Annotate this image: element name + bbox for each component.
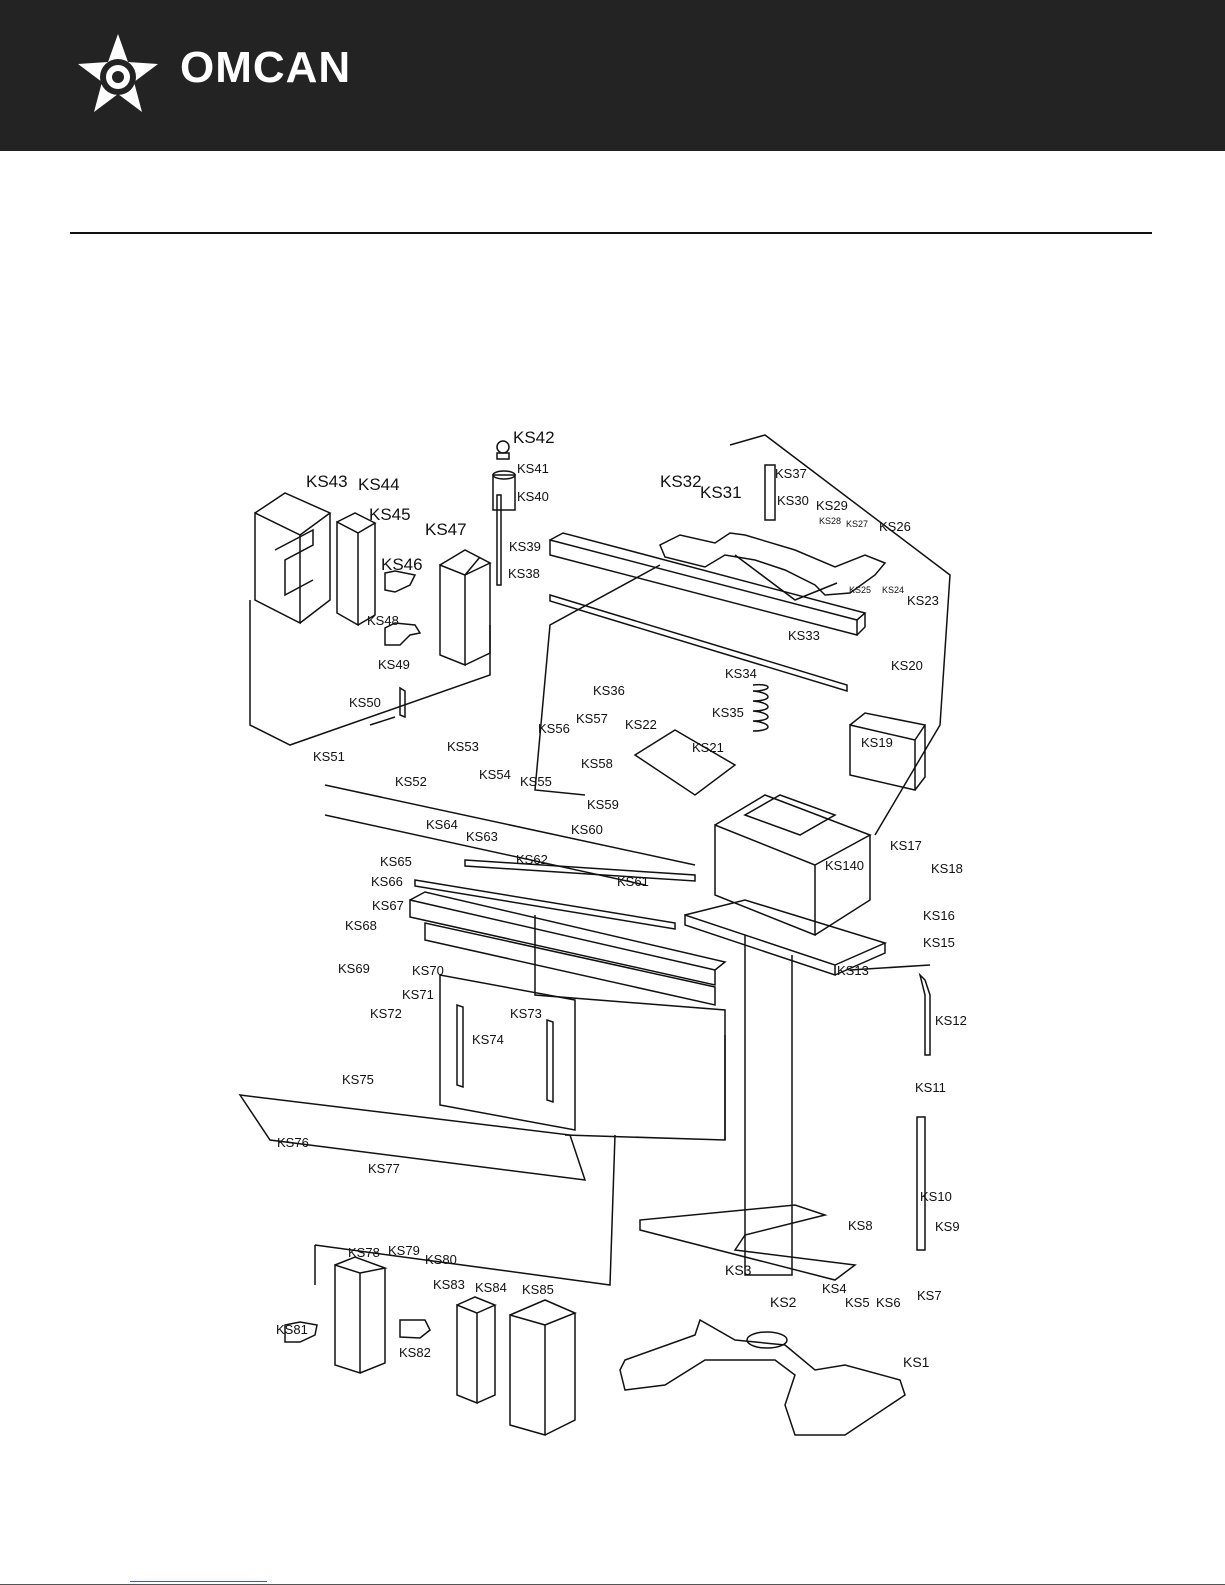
part-label-ks40: KS40 — [517, 489, 549, 504]
part-label-ks39: KS39 — [509, 539, 541, 554]
header-rule — [70, 232, 1152, 234]
part-label-ks52: KS52 — [395, 774, 427, 789]
part-label-ks47: KS47 — [425, 520, 467, 539]
part-label-ks73: KS73 — [510, 1006, 542, 1021]
part-label-ks69: KS69 — [338, 961, 370, 976]
part-label-ks70: KS70 — [412, 963, 444, 978]
part-label-ks50: KS50 — [349, 695, 381, 710]
part-label-ks21: KS21 — [692, 740, 724, 755]
part-label-ks18: KS18 — [931, 861, 963, 876]
header-bar: OMCAN — [0, 0, 1225, 151]
part-label-ks80: KS80 — [425, 1252, 457, 1267]
part-label-ks83: KS83 — [433, 1277, 465, 1292]
part-label-ks13: KS13 — [837, 963, 869, 978]
footer-link-underline — [130, 1581, 267, 1582]
brand-name: OMCAN — [180, 43, 352, 92]
part-label-ks72: KS72 — [370, 1006, 402, 1021]
part-label-ks51: KS51 — [313, 749, 345, 764]
part-label-ks82: KS82 — [399, 1345, 431, 1360]
part-label-ks84: KS84 — [475, 1280, 507, 1295]
part-label-ks62: KS62 — [516, 852, 548, 867]
part-label-ks55: KS55 — [520, 774, 552, 789]
part-label-ks17: KS17 — [890, 838, 922, 853]
part-label-ks8: KS8 — [848, 1218, 873, 1233]
part-label-ks65: KS65 — [380, 854, 412, 869]
part-label-ks74: KS74 — [472, 1032, 504, 1047]
star-logo-icon — [78, 34, 158, 112]
part-label-ks25: KS25 — [849, 585, 871, 595]
part-label-ks78: KS78 — [348, 1245, 380, 1260]
part-label-ks64: KS64 — [426, 817, 458, 832]
part-label-ks85: KS85 — [522, 1282, 554, 1297]
diagram-linework — [238, 434, 951, 1436]
part-label-ks41: KS41 — [517, 461, 549, 476]
part-label-ks33: KS33 — [788, 628, 820, 643]
part-label-ks56: KS56 — [538, 721, 570, 736]
part-label-ks58: KS58 — [581, 756, 613, 771]
part-label-ks24: KS24 — [882, 585, 904, 595]
part-label-ks34: KS34 — [725, 666, 757, 681]
part-label-ks79: KS79 — [388, 1243, 420, 1258]
omcan-logo: OMCAN — [70, 32, 350, 122]
part-label-ks11: KS11 — [915, 1080, 946, 1095]
part-label-ks9: KS9 — [935, 1219, 960, 1234]
part-label-ks75: KS75 — [342, 1072, 374, 1087]
part-label-ks44: KS44 — [358, 475, 400, 494]
part-label-ks38: KS38 — [508, 566, 540, 581]
part-label-ks45: KS45 — [369, 505, 411, 524]
part-label-ks42: KS42 — [513, 428, 555, 447]
part-label-ks10: KS10 — [920, 1189, 952, 1204]
part-label-ks48: KS48 — [367, 613, 399, 628]
part-label-ks61: KS61 — [617, 874, 649, 889]
part-label-ks4: KS4 — [822, 1281, 847, 1296]
part-label-ks37: KS37 — [775, 466, 807, 481]
part-label-ks43: KS43 — [306, 472, 348, 491]
part-label-ks77: KS77 — [368, 1161, 400, 1176]
part-label-ks15: KS15 — [923, 935, 955, 950]
part-label-ks19: KS19 — [861, 735, 893, 750]
part-label-ks5: KS5 — [845, 1295, 870, 1310]
part-label-ks60: KS60 — [571, 822, 603, 837]
part-label-ks140: KS140 — [825, 858, 864, 873]
part-label-ks32: KS32 — [660, 472, 702, 491]
part-label-ks28: KS28 — [819, 516, 841, 526]
part-label-ks59: KS59 — [587, 797, 619, 812]
part-label-ks26: KS26 — [879, 519, 911, 534]
part-label-ks31: KS31 — [700, 483, 742, 502]
part-label-ks49: KS49 — [378, 657, 410, 672]
part-label-ks29: KS29 — [816, 498, 848, 513]
part-label-ks71: KS71 — [402, 987, 434, 1002]
part-label-ks35: KS35 — [712, 705, 744, 720]
part-label-ks67: KS67 — [372, 898, 404, 913]
part-label-ks2: KS2 — [770, 1294, 797, 1310]
part-label-ks20: KS20 — [891, 658, 923, 673]
part-label-ks3: KS3 — [725, 1262, 752, 1278]
part-label-ks66: KS66 — [371, 874, 403, 889]
part-label-ks27: KS27 — [846, 519, 868, 529]
part-label-ks36: KS36 — [593, 683, 625, 698]
part-label-ks16: KS16 — [923, 908, 955, 923]
part-label-ks23: KS23 — [907, 593, 939, 608]
part-label-ks22: KS22 — [625, 717, 657, 732]
part-label-ks12: KS12 — [935, 1013, 967, 1028]
part-label-ks81: KS81 — [276, 1322, 308, 1337]
part-label-ks76: KS76 — [277, 1135, 309, 1150]
part-label-ks7: KS7 — [917, 1288, 942, 1303]
part-label-ks57: KS57 — [576, 711, 608, 726]
part-label-ks63: KS63 — [466, 829, 498, 844]
part-label-ks54: KS54 — [479, 767, 511, 782]
part-label-ks46: KS46 — [381, 555, 423, 574]
part-label-ks1: KS1 — [903, 1354, 930, 1370]
part-label-ks6: KS6 — [876, 1295, 901, 1310]
part-label-ks53: KS53 — [447, 739, 479, 754]
part-label-ks30: KS30 — [777, 493, 809, 508]
part-label-ks68: KS68 — [345, 918, 377, 933]
